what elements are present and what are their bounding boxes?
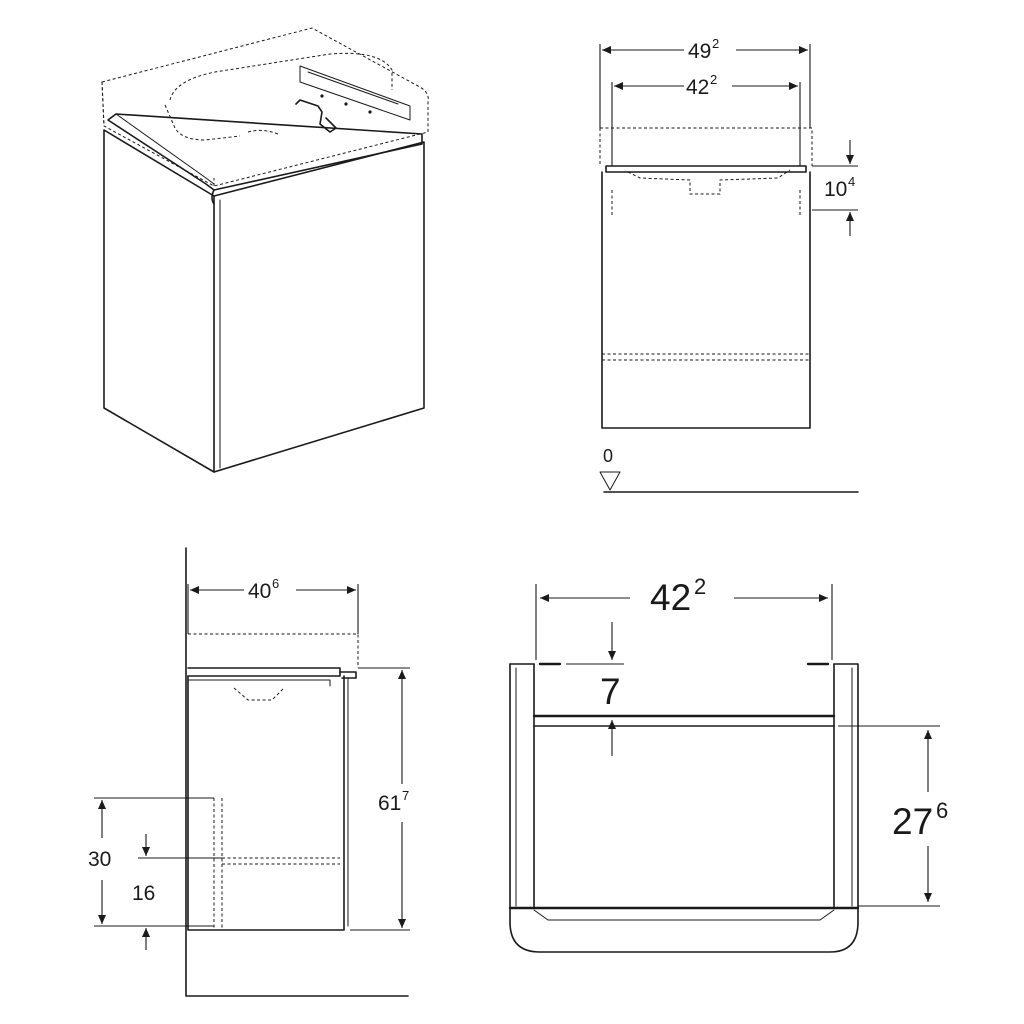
svg-text:40: 40: [248, 580, 271, 603]
front-width-outer-label: 49 2: [688, 36, 719, 63]
side-depth-label: 40 6: [248, 576, 279, 603]
top-front-gap-label: 7: [600, 671, 621, 712]
front-width-inner-label: 42 2: [686, 72, 717, 99]
svg-text:49: 49: [688, 40, 711, 63]
svg-text:2: 2: [694, 574, 706, 599]
svg-text:27: 27: [892, 801, 933, 842]
svg-text:10: 10: [824, 178, 847, 201]
svg-text:42: 42: [686, 76, 709, 99]
top-inner-depth-label: 27 6: [892, 798, 948, 842]
front-view: [599, 44, 859, 493]
front-top-height-label: 10 4: [824, 174, 855, 201]
side-outlet-height-label: 30: [88, 848, 111, 871]
top-view: [508, 584, 940, 953]
svg-text:2: 2: [710, 72, 717, 87]
side-bottom-gap-label: 16: [132, 882, 155, 905]
side-height-label: 61 7: [378, 788, 409, 815]
svg-text:2: 2: [712, 36, 719, 51]
svg-text:4: 4: [848, 174, 855, 189]
svg-text:6: 6: [936, 798, 948, 823]
side-view: [94, 547, 410, 997]
svg-text:7: 7: [402, 788, 409, 803]
top-width-label: 42 2: [650, 574, 706, 618]
svg-text:61: 61: [378, 792, 401, 815]
isometric-view: [101, 27, 429, 473]
svg-text:6: 6: [272, 576, 279, 591]
svg-text:42: 42: [650, 577, 691, 618]
floor-level-label: 0: [603, 446, 613, 466]
